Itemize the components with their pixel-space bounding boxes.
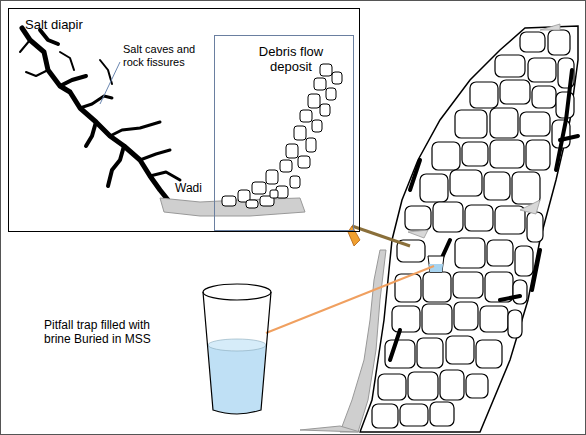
node-label: Debris flow deposit: [251, 44, 331, 74]
node-label: Wadi: [175, 181, 225, 195]
deposit-box: Debris flow deposit: [214, 35, 354, 231]
flag: [348, 226, 360, 246]
grey-infill: [408, 24, 560, 238]
sediment-floor: [300, 426, 360, 432]
debris-outline: [360, 26, 578, 432]
leader-line: [100, 62, 120, 104]
callout-label: Pitfall trap filled with brine Buried in…: [44, 318, 156, 346]
node-label: Salt diapir: [25, 17, 115, 32]
flag-pole: [352, 226, 410, 246]
boulders: [372, 30, 574, 428]
fissures: [390, 70, 578, 360]
pitfall-cup: [203, 284, 271, 414]
inset-debris: [222, 64, 342, 208]
inset-box: Salt diapirSalt caves and rock fissuresW…: [8, 8, 360, 232]
leader-line: [266, 266, 434, 333]
node-label: Salt caves and rock fissures: [123, 43, 209, 69]
trap-small: [428, 256, 444, 272]
